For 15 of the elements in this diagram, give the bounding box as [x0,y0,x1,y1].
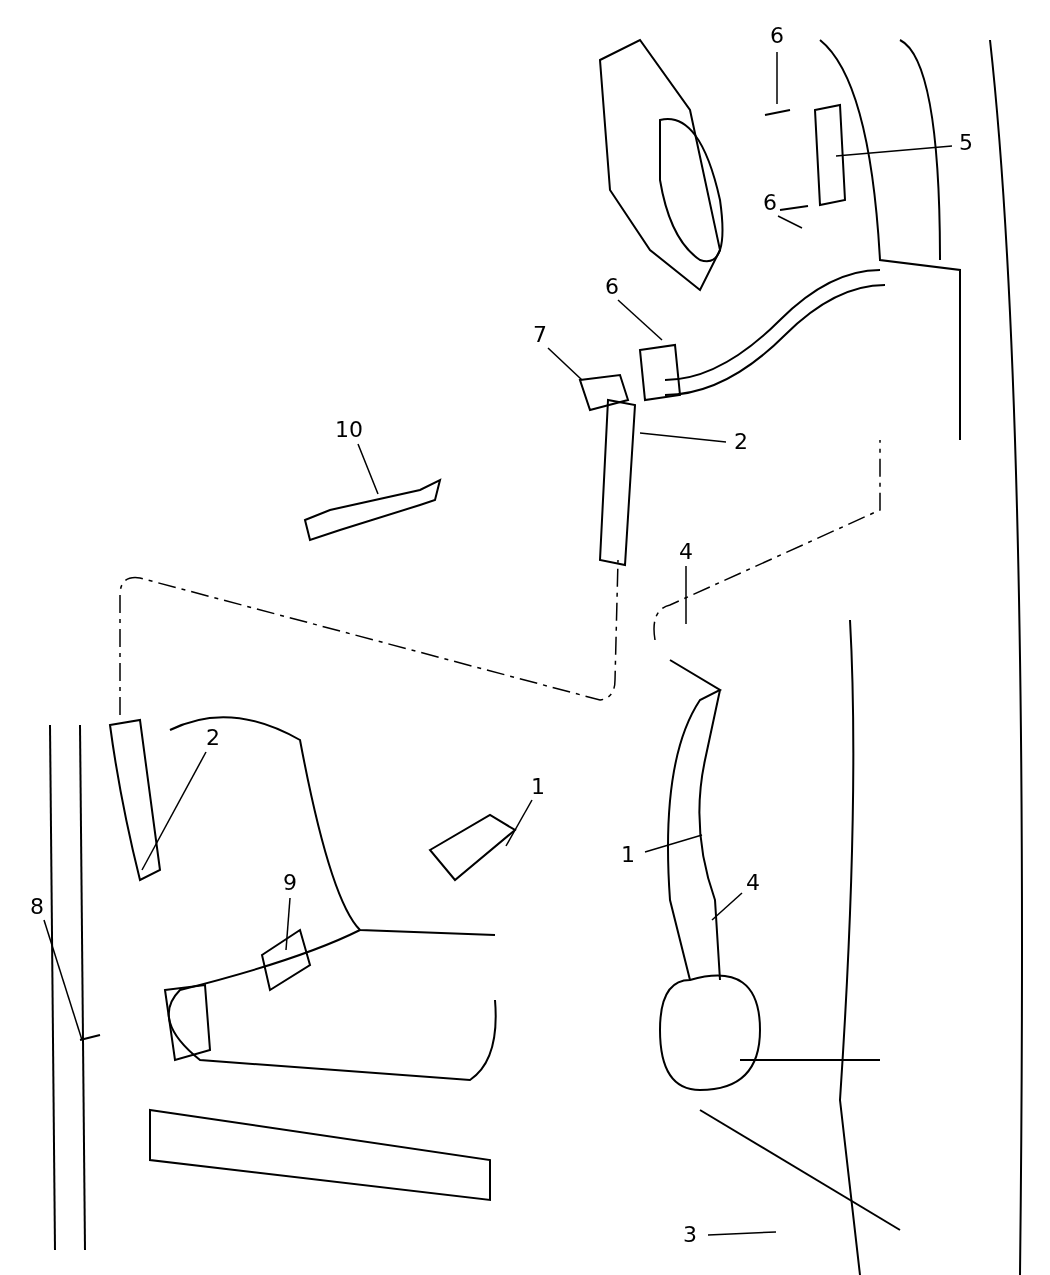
leader-line [285,897,291,951]
leader-line [835,145,953,157]
leader-line [639,432,727,443]
leader-line [547,347,583,381]
leader-line [43,919,83,1041]
leader-line [776,51,778,105]
leader-line [685,565,687,625]
leader-line [505,799,533,847]
leader-line [357,443,379,495]
leader-line [707,1231,777,1236]
leader-line [711,892,743,921]
leader-line [141,751,207,871]
leader-line [617,299,663,341]
leader-line [777,215,803,229]
leader-line [644,834,703,853]
